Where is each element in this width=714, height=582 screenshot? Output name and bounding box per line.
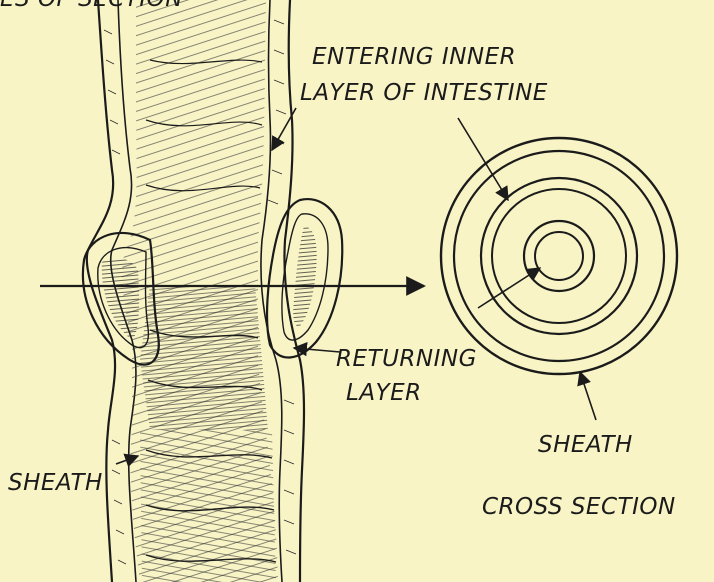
- ring-outer-2: [454, 151, 664, 361]
- cross-section-label: CROSS SECTION: [482, 494, 676, 520]
- cross-section-rings: [441, 138, 677, 374]
- right-returning-fold: [267, 199, 342, 357]
- returning-label-line2: LAYER: [346, 380, 422, 406]
- returning-label-line1: RETURNING: [336, 346, 477, 372]
- ring-inner-2: [535, 232, 583, 280]
- sheath-label-left: SHEATH: [8, 470, 103, 496]
- ring-middle-1: [481, 178, 637, 334]
- sheath-label-right: SHEATH: [538, 432, 633, 458]
- ring-middle-2: [492, 189, 626, 323]
- ring-outer-1: [441, 138, 677, 374]
- entering-label-line1: ENTERING INNER: [312, 44, 516, 70]
- entering-label-line2: LAYER OF INTESTINE: [300, 80, 548, 106]
